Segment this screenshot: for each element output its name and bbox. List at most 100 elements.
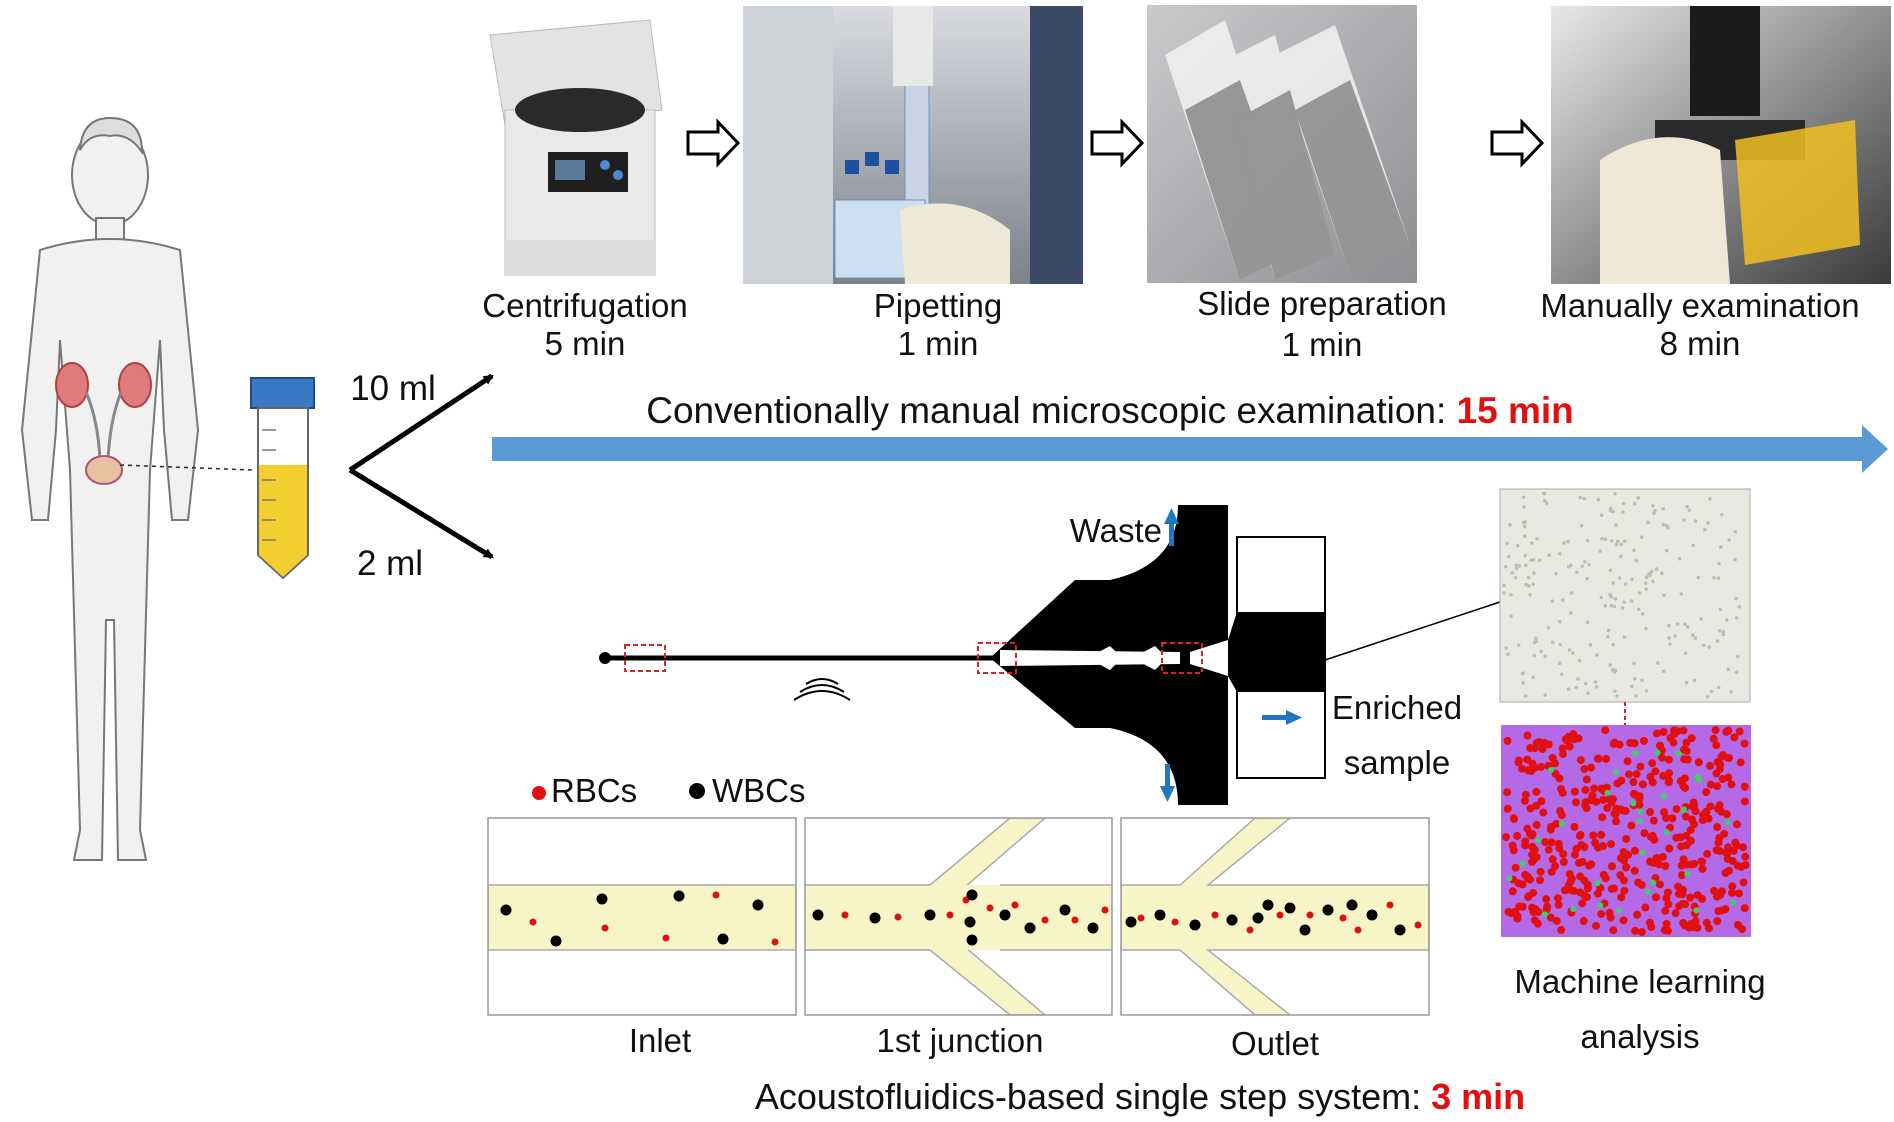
wbc-segment-dot	[1639, 849, 1646, 856]
rbc-segment-dot	[1691, 917, 1700, 926]
zoom-markers	[624, 642, 1203, 674]
step-arrow-icon	[1490, 118, 1545, 168]
cell-speck	[1504, 646, 1508, 650]
cell-speck	[1673, 634, 1677, 638]
cell-speck	[1699, 617, 1703, 621]
wbc-segment-dot	[1597, 902, 1604, 909]
cell-speck	[1594, 685, 1599, 689]
rbc-segment-dot	[1709, 734, 1718, 743]
rbc-segment-dot	[1740, 782, 1749, 791]
cell-speck	[1523, 563, 1528, 568]
wbc-dot	[812, 909, 824, 921]
wbc-dot	[966, 889, 978, 901]
rbc-segment-dot	[1627, 821, 1636, 830]
rbc-segment-dot	[1741, 860, 1750, 869]
cell-speck	[1622, 600, 1626, 604]
urine-sample-tube-icon	[250, 377, 315, 580]
rbc-segment-dot	[1715, 801, 1724, 810]
rbc-segment-dot	[1630, 866, 1639, 875]
cell-speck	[1571, 651, 1575, 655]
microscope-photo	[1551, 6, 1891, 284]
wbc-dot	[1226, 914, 1238, 926]
rbc-segment-dot	[1680, 921, 1689, 930]
rbc-segment-dot	[1580, 765, 1589, 774]
cell-speck	[1644, 626, 1648, 631]
rbc-segment-dot	[1635, 800, 1644, 809]
cell-speck	[1632, 676, 1637, 681]
cell-speck	[1582, 496, 1586, 501]
cell-speck	[1557, 551, 1562, 556]
cell-speck	[1506, 652, 1510, 656]
cell-speck	[1632, 501, 1637, 506]
rbc-segment-dot	[1679, 782, 1688, 791]
wbc-dot	[550, 935, 562, 947]
wbc-segment-dot	[1636, 818, 1643, 825]
rbc-segment-dot	[1720, 829, 1729, 838]
rbc-segment-dot	[1698, 864, 1707, 873]
rbc-segment-dot	[1624, 770, 1633, 779]
cell-speck	[1667, 636, 1671, 640]
rbc-segment-dot	[1706, 780, 1715, 789]
rbc-segment-dot	[1582, 893, 1591, 902]
wbc-segment-dot	[1632, 750, 1639, 757]
rbc-segment-dot	[1739, 878, 1748, 887]
cell-speck	[1513, 575, 1518, 580]
cell-speck	[1585, 620, 1590, 625]
wbc-dot	[1087, 922, 1099, 934]
rbc-segment-dot	[1652, 729, 1661, 738]
rbc-segment-dot	[1698, 894, 1707, 903]
cell-speck	[1547, 553, 1551, 558]
enriched-flow-arrow-icon	[1262, 710, 1302, 725]
rbc-segment-dot	[1532, 853, 1541, 862]
cell-speck	[1646, 520, 1650, 525]
wbc-dot	[1322, 904, 1334, 916]
cell-speck	[1585, 576, 1590, 581]
cell-speck	[1639, 535, 1644, 539]
rbc-segment-dot	[1635, 794, 1644, 803]
rbc-segment-dot	[1583, 880, 1592, 889]
rbc-segment-dot	[1558, 750, 1567, 759]
cell-speck	[1588, 642, 1593, 647]
cell-speck	[1661, 669, 1666, 674]
enriched-label-line1: Enriched	[1331, 689, 1463, 726]
cell-speck	[1508, 522, 1512, 527]
wbc-segment-dot	[1729, 899, 1736, 906]
cell-speck	[1542, 491, 1547, 496]
rbc-segment-dot	[1513, 912, 1522, 921]
rbc-segment-dot	[1509, 814, 1518, 823]
wbc-dot	[966, 934, 978, 946]
cell-speck	[1666, 623, 1671, 628]
cell-speck	[1734, 616, 1739, 620]
wbc-dot	[1394, 924, 1406, 936]
rbc-segment-dot	[1537, 797, 1546, 806]
zoom-line	[1324, 601, 1501, 661]
cell-speck	[1636, 496, 1640, 500]
rbc-segment-dot	[1664, 755, 1673, 764]
rbc-segment-dot	[1727, 780, 1736, 789]
cell-speck	[1630, 577, 1634, 582]
cell-speck	[1514, 563, 1519, 567]
cell-speck	[1586, 691, 1590, 696]
waste-flow-arrow-icon	[1164, 508, 1179, 546]
rbc-segment-dot	[1551, 862, 1560, 871]
cell-speck	[1515, 543, 1520, 548]
rbc-segment-dot	[1682, 831, 1691, 840]
cell-speck	[1502, 583, 1506, 588]
rbc-dot	[1246, 926, 1254, 934]
step-name: Slide preparation	[1197, 285, 1447, 322]
rbc-segment-dot	[1580, 843, 1589, 852]
cell-speck	[1610, 538, 1614, 543]
rbc-segment-dot	[1620, 886, 1629, 895]
rbc-segment-dot	[1733, 920, 1742, 929]
step-time: 1 min	[897, 325, 979, 362]
rbc-segment-dot	[1662, 814, 1671, 823]
cell-speck	[1637, 591, 1642, 595]
wbc-segment-dot	[1654, 749, 1661, 756]
rbc-segment-dot	[1597, 910, 1606, 919]
wbc-segment-dot	[1615, 907, 1622, 914]
rbc-segment-dot	[1617, 893, 1626, 902]
wbc-segment-dot	[1680, 806, 1687, 813]
rbc-segment-dot	[1588, 791, 1597, 800]
rbc-segment-dot	[1732, 820, 1741, 829]
wbc-dot	[1189, 919, 1201, 931]
